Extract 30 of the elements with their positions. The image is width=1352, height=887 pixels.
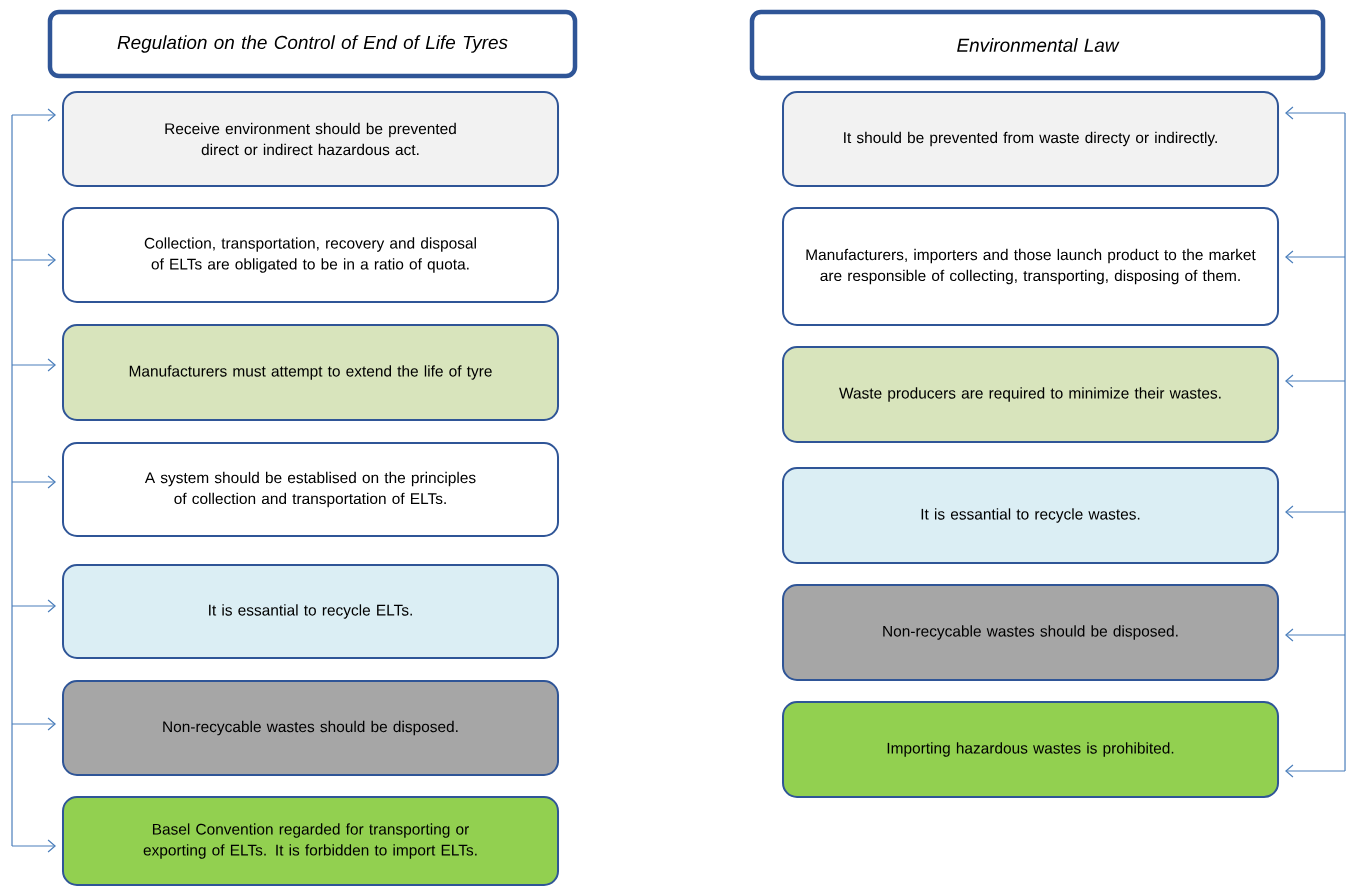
statement-box: Manufacturers, importers and those launch product to the market are responsible of collecting, transporting, disposing of them. bbox=[782, 207, 1279, 326]
statement-box: A system should be establised on the principles of collection and transportation of ELTs. bbox=[62, 442, 559, 537]
arrow bbox=[1285, 505, 1346, 519]
arrow bbox=[1285, 628, 1346, 642]
arrow bbox=[11, 475, 56, 489]
statement-box: Receive environment should be prevented direct or indirect hazardous act. bbox=[62, 91, 559, 187]
heading-box: Environmental Law bbox=[749, 9, 1326, 81]
statement-box: It should be prevented from waste directy or indirectly. bbox=[782, 91, 1279, 187]
statement-box: It is essantial to recycle wastes. bbox=[782, 467, 1279, 564]
statement-box: Waste producers are required to minimize their wastes. bbox=[782, 346, 1279, 443]
arrow bbox=[11, 108, 56, 122]
statement-box: Basel Convention regarded for transporting or exporting of ELTs. It is forbidden to import ELTs. bbox=[62, 796, 559, 886]
arrow bbox=[1285, 374, 1346, 388]
heading-box: Regulation on the Control of End of Life Tyres bbox=[47, 9, 578, 79]
statement-box: Importing hazardous wastes is prohibited. bbox=[782, 701, 1279, 798]
arrow bbox=[1285, 764, 1346, 778]
arrow bbox=[11, 358, 56, 372]
statement-box: Non-recycable wastes should be disposed. bbox=[782, 584, 1279, 681]
statement-box: Collection, transportation, recovery and disposal of ELTs are obligated to be in a ratio of quota. bbox=[62, 207, 559, 303]
statement-box: Non-recycable wastes should be disposed. bbox=[62, 680, 559, 776]
arrow bbox=[1285, 106, 1346, 120]
statement-box: Manufacturers must attempt to extend the life of tyre bbox=[62, 324, 559, 421]
arrow bbox=[11, 839, 56, 853]
arrow bbox=[1285, 250, 1346, 264]
bracket-line bbox=[1344, 112, 1346, 772]
arrow bbox=[11, 717, 56, 731]
statement-box: It is essantial to recycle ELTs. bbox=[62, 564, 559, 659]
arrow bbox=[11, 599, 56, 613]
bracket-line bbox=[11, 114, 13, 847]
arrow bbox=[11, 253, 56, 267]
